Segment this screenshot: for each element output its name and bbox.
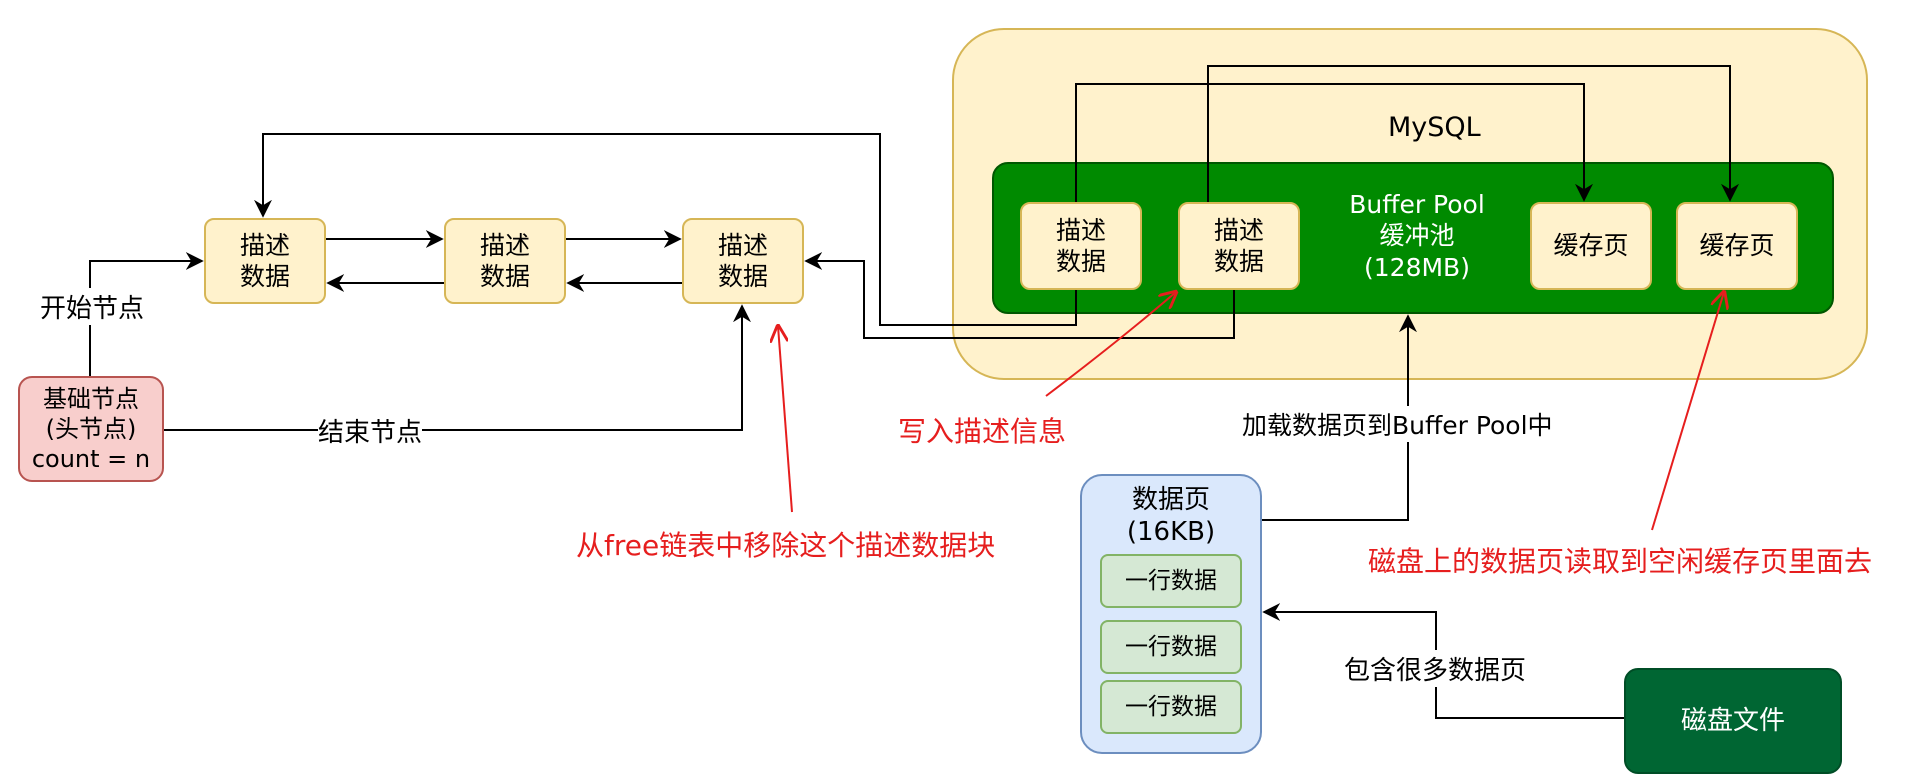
disk-read-annotation-arrow [1651,292,1724,531]
pool-descriptor-2: 描述 数据 [1178,202,1300,290]
descriptor2-to-node3-arrow [804,252,1235,339]
mysql-title: MySQL [1388,112,1481,143]
cache-page-1: 缓存页 [1530,202,1652,290]
end-node-arrow [164,304,751,431]
remove-annotation: 从free链表中移除这个描述数据块 [576,529,996,562]
data-row-3: 一行数据 [1100,680,1242,734]
cache-page-2: 缓存页 [1676,202,1798,290]
start-node-arrow [89,252,204,376]
load-arrow [1262,314,1417,521]
buffer-pool-title: Buffer Pool 缓冲池 (128MB) [1349,190,1485,282]
pool-descriptor-1: 描述 数据 [1020,202,1142,290]
free-list-node-3: 描述 数据 [682,218,804,304]
write-desc-annotation-arrow [1045,292,1176,397]
remove-annotation-arrow [778,326,793,513]
disk-read-annotation: 磁盘上的数据页读取到空闲缓存页里面去 [1368,545,1873,578]
write-desc-annotation: 写入描述信息 [898,415,1067,448]
free-list-node-2: 描述 数据 [444,218,566,304]
start-node-label: 开始节点 [40,288,145,325]
contains-label: 包含很多数据页 [1344,650,1527,687]
descriptor1-to-node1-arrow [254,133,1077,326]
data-row-1: 一行数据 [1100,554,1242,608]
data-page-title: 数据页 (16KB) [1126,484,1216,548]
disk-file: 磁盘文件 [1624,668,1842,774]
descriptor2-to-cache2-arrow [1207,65,1739,202]
free-list-node-1: 描述 数据 [204,218,326,304]
base-node: 基础节点 (头节点) count = n [18,376,164,482]
data-row-2: 一行数据 [1100,620,1242,674]
descriptor1-to-cache1-arrow [1075,83,1593,202]
load-label: 加载数据页到Buffer Pool中 [1242,406,1553,442]
end-node-label: 结束节点 [318,412,423,449]
